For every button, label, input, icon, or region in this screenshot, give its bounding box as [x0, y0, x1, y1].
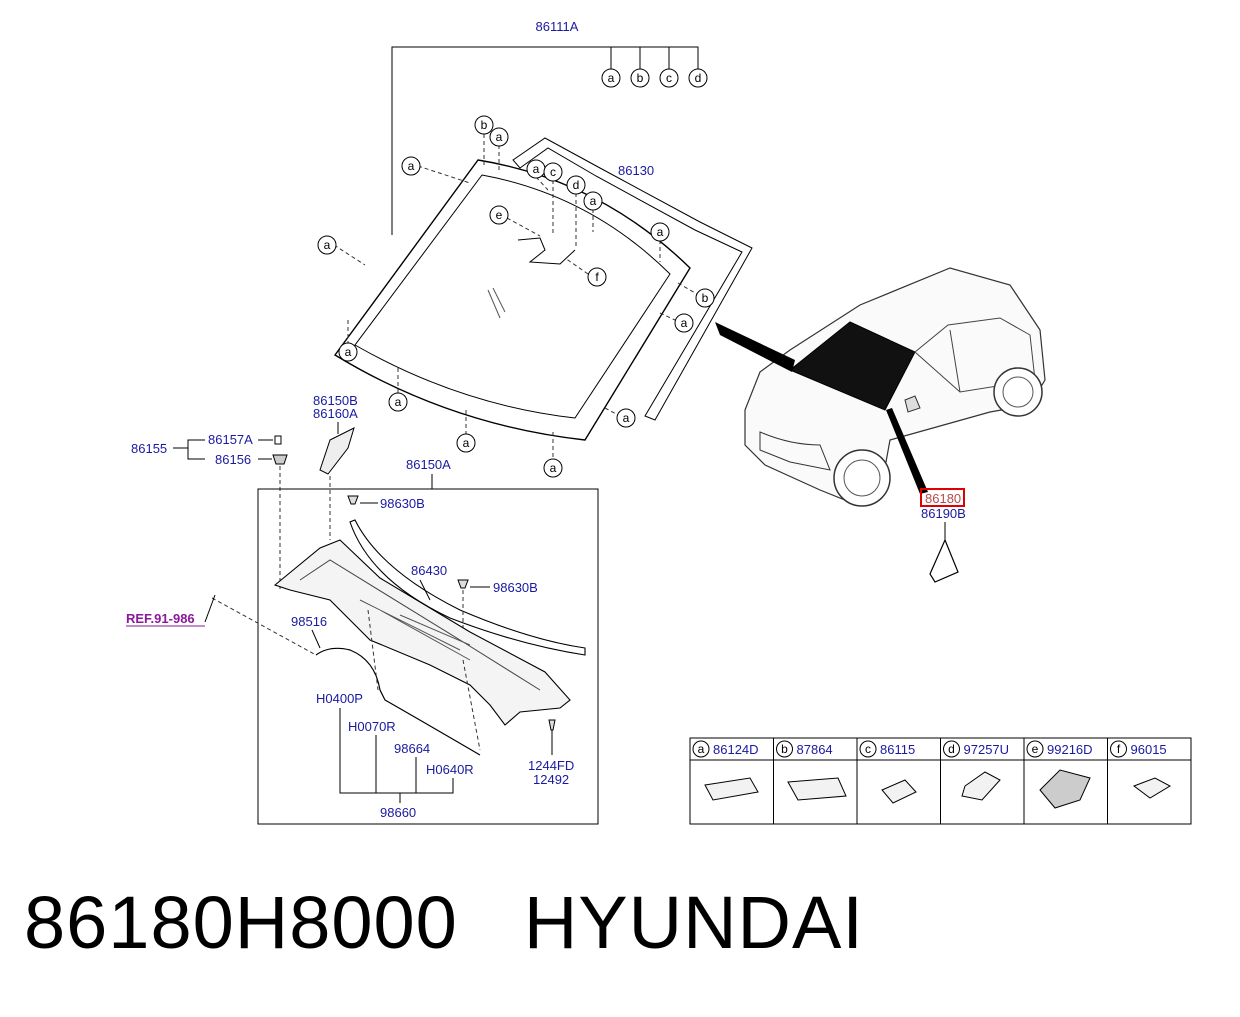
legend-part-number[interactable]: 86115 [880, 742, 915, 757]
label-98630B-2[interactable]: 98630B [493, 580, 538, 595]
highlight-box [920, 488, 965, 507]
label-98630B-1[interactable]: 98630B [380, 496, 425, 511]
legend-letter-circle [1026, 740, 1044, 758]
legend-part-icon [961, 771, 1001, 801]
part-number: 86180H8000 [24, 881, 458, 964]
legend-letter: e [1032, 742, 1039, 756]
legend-part-number[interactable]: 99216D [1047, 742, 1093, 757]
svg-text:b: b [702, 291, 709, 305]
legend-part-number[interactable]: 97257U [964, 742, 1010, 757]
svg-text:a: a [550, 461, 557, 475]
svg-text:a: a [590, 194, 597, 208]
legend-table: a 86124D b 87864 c 86115 d 97257U e 99216D f 96015 [689, 737, 1192, 825]
label-86150B[interactable]: 86150B [313, 393, 358, 408]
svg-text:d: d [573, 178, 580, 192]
svg-text:a: a [657, 225, 664, 239]
label-86155[interactable]: 86155 [131, 441, 167, 456]
svg-text:a: a [533, 162, 540, 176]
svg-text:a: a [395, 395, 402, 409]
legend-letter: f [1117, 742, 1121, 756]
svg-text:f: f [595, 270, 599, 284]
legend-letter-circle [943, 740, 960, 758]
legend-part-icon [787, 777, 847, 801]
moulding-86130: 86130 [512, 137, 753, 421]
legend-letter: a [698, 742, 705, 756]
label-H0070R[interactable]: H0070R [348, 719, 396, 734]
legend-part-icon [881, 779, 917, 804]
svg-text:a: a [623, 411, 630, 425]
callout-d: d [695, 71, 702, 85]
callout-a: a [608, 71, 615, 85]
legend-part-number[interactable]: 96015 [1131, 742, 1167, 757]
brand-name: HYUNDAI [523, 881, 864, 964]
legend-letter-circle [692, 740, 710, 758]
label-86180[interactable]: 86180 [925, 491, 961, 506]
label-86190B[interactable]: 86190B [921, 506, 966, 521]
legend-part-number[interactable]: 86124D [713, 742, 759, 757]
svg-text:a: a [345, 345, 352, 359]
caption: 86180H8000 HYUNDAI [24, 880, 864, 965]
legend-letter: d [948, 742, 955, 756]
cowl-side: 86150B 86160A [313, 393, 358, 540]
label-98516[interactable]: 98516 [291, 614, 327, 629]
legend-part-number[interactable]: 87864 [797, 742, 833, 757]
windshield-callouts: a a a a a a a a b a b a a c d a e f [317, 115, 715, 478]
legend-part-icon [704, 777, 759, 801]
label-86430[interactable]: 86430 [411, 563, 447, 578]
callout-b: b [637, 71, 644, 85]
svg-text:a: a [681, 316, 688, 330]
cowl-panel-box: 86150A 98630B 86430 98630B 1244FD 12492 … [211, 457, 599, 825]
svg-text:e: e [496, 208, 503, 222]
legend-letter-circle [859, 740, 877, 758]
svg-text:a: a [496, 130, 503, 144]
legend-part-icon [1039, 769, 1091, 809]
label-H0400P[interactable]: H0400P [316, 691, 363, 706]
svg-text:a: a [463, 436, 470, 450]
label-H0640R[interactable]: H0640R [426, 762, 474, 777]
windshield-glass [333, 159, 691, 441]
label-86157A[interactable]: 86157A [208, 432, 253, 447]
clip-group: 86155 86157A 86156 [131, 432, 288, 590]
label-86111A[interactable]: 86111A [536, 19, 579, 34]
windshield-assy-callout: 86111A a b c d [391, 19, 708, 235]
svg-text:c: c [550, 165, 556, 179]
svg-text:a: a [324, 238, 331, 252]
svg-text:b: b [481, 118, 488, 132]
label-98660[interactable]: 98660 [380, 805, 416, 820]
car-illustration [715, 267, 1046, 507]
label-86156[interactable]: 86156 [215, 452, 251, 467]
legend-letter-circle [776, 740, 793, 758]
legend-letter: c [865, 742, 871, 756]
label-86150A[interactable]: 86150A [406, 457, 451, 472]
callout-c: c [666, 71, 672, 85]
parts-diagram: 86111A a b c d 86130 a a a a a a a [126, 19, 1192, 825]
ref-callout: REF.91-986 [126, 594, 216, 627]
mirror-bracket-callout: 86180 86190B [920, 488, 966, 583]
label-86160A[interactable]: 86160A [313, 406, 358, 421]
label-ref[interactable]: REF.91-986 [126, 611, 195, 626]
label-1244FD[interactable]: 1244FD [528, 758, 574, 773]
svg-text:a: a [408, 159, 415, 173]
legend-letter-circle [1110, 740, 1127, 758]
legend-part-icon [1132, 777, 1172, 799]
legend-letter: b [781, 742, 788, 756]
label-98664[interactable]: 98664 [394, 741, 430, 756]
label-86130[interactable]: 86130 [618, 163, 654, 178]
label-12492[interactable]: 12492 [533, 772, 569, 787]
